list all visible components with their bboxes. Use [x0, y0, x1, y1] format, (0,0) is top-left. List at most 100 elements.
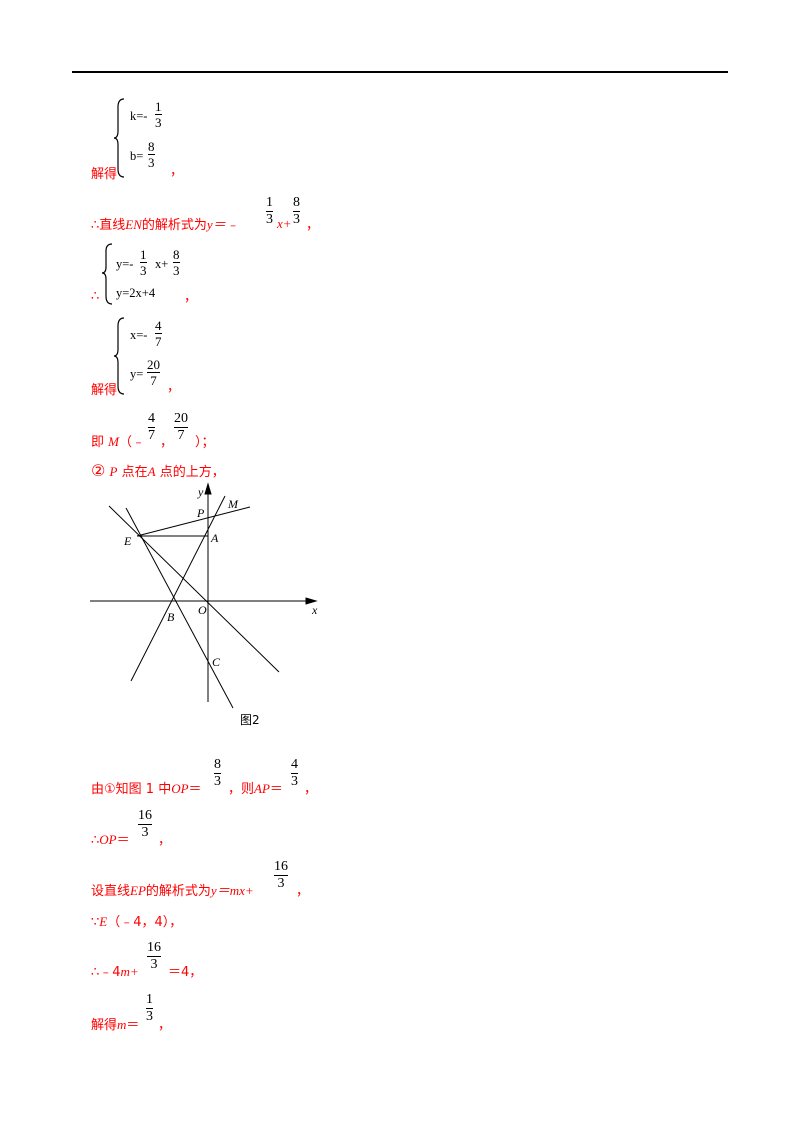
left-brace — [113, 98, 125, 178]
text: 的解析式为 — [141, 218, 207, 233]
variable: m — [117, 1017, 127, 1032]
therefore-symbol: ∴ — [91, 289, 100, 304]
text: ∴直线 — [91, 218, 126, 233]
denominator: 7 — [150, 373, 157, 388]
y2-equation: y=2x+4 — [116, 286, 156, 300]
numerator: 16 — [147, 940, 161, 955]
line-en-equation: ∴直线EN的解析式为y＝﹣ — [91, 214, 239, 233]
denominator: 3 — [266, 212, 273, 227]
line-name: EP — [130, 883, 146, 898]
numerator: 16 — [274, 859, 288, 874]
point-b-label: B — [167, 610, 175, 624]
left-brace — [101, 243, 113, 305]
op-ap-line: 由①知图 1 中OP＝ — [91, 778, 202, 797]
y-equals: y＝﹣ — [206, 217, 239, 232]
denominator: 3 — [291, 774, 298, 789]
point-o-label: O — [198, 603, 207, 617]
denominator: 3 — [140, 263, 147, 278]
text: 设直线 — [91, 884, 131, 899]
x-plus: x+ — [277, 216, 292, 231]
line-ep-setup: 设直线EP的解析式为y＝mx+ — [91, 880, 254, 899]
y-axis-label: y — [197, 485, 204, 499]
denominator: 7 — [155, 334, 162, 349]
comma: ， — [170, 164, 184, 179]
point-name: A — [147, 464, 156, 479]
numerator: 8 — [293, 195, 300, 210]
line-em — [136, 506, 251, 537]
numerator: 20 — [147, 357, 160, 372]
point-m-line: 即 M（﹣ — [91, 431, 145, 450]
segment-name: OP — [99, 832, 117, 847]
case-2-heading: ② P 点在A 点的上方， — [91, 461, 225, 480]
solve-m-line: 解得m＝ — [91, 1014, 139, 1033]
equals: ＝ — [269, 782, 283, 797]
equals: ＝ — [116, 833, 130, 848]
text: ∴﹣4 — [91, 965, 121, 980]
denominator: 3 — [146, 1009, 153, 1024]
point-m-label: M — [227, 497, 239, 511]
equals-value: ＝4， — [168, 965, 203, 980]
op-value-line: ∴OP＝ — [91, 829, 130, 848]
figure-caption: 图2 — [240, 713, 260, 727]
segment-name: AP — [254, 781, 270, 796]
denominator: 3 — [277, 876, 285, 891]
equation-rhs: y＝mx+ — [210, 883, 254, 898]
denominator: 3 — [150, 957, 158, 972]
y1-lhs: y=- — [116, 257, 134, 271]
numerator: 1 — [140, 247, 147, 262]
denominator: 3 — [141, 825, 149, 840]
comma: ， — [167, 380, 181, 395]
text: （﹣ — [119, 435, 146, 450]
op-ap-line-cont: ，则AP＝ — [228, 778, 283, 797]
line-bc-descending — [125, 507, 234, 709]
text: 由①知图 1 中 — [91, 782, 172, 797]
text: 解得 — [91, 1018, 118, 1033]
segment-name: OP — [171, 781, 189, 796]
text: 点在 — [121, 465, 148, 480]
comma: ， — [296, 884, 310, 899]
point-c-label: C — [212, 655, 221, 669]
text: 即 — [91, 435, 105, 450]
numerator: 20 — [174, 411, 188, 426]
denominator: 3 — [155, 115, 162, 130]
x-lhs: x=- — [130, 328, 148, 342]
k-lhs: k=- — [130, 109, 148, 123]
therefore-symbol: ∴ — [91, 833, 100, 848]
because-symbol: ∵ — [91, 915, 100, 930]
denominator: 3 — [173, 263, 180, 278]
separator: ， — [160, 435, 174, 450]
figure-2-diagram: y x P M E A O B C 图2 — [90, 482, 318, 727]
variable: m+ — [120, 964, 139, 979]
line-bm — [130, 495, 226, 682]
numerator: 4 — [148, 411, 155, 426]
b-lhs: b= — [130, 149, 144, 163]
solve-label: 解得 — [91, 167, 118, 182]
text: ，则 — [228, 782, 255, 797]
point-e-line: ∵E（﹣4，4）， — [91, 911, 182, 930]
y-axis-arrow — [204, 482, 212, 495]
x-axis-arrow — [305, 597, 318, 605]
numerator: 8 — [214, 757, 221, 772]
point-p-label: P — [196, 506, 205, 520]
numerator: 1 — [146, 992, 153, 1007]
numerator: 1 — [266, 195, 273, 210]
comma: ， — [158, 1018, 172, 1033]
point-name: P — [109, 464, 118, 479]
left-brace — [113, 317, 125, 395]
point-name: E — [99, 914, 108, 929]
point-name: M — [108, 434, 119, 449]
denominator: 7 — [148, 428, 155, 443]
numerator: 4 — [291, 757, 298, 772]
coordinates: （﹣4，4）， — [107, 915, 183, 930]
